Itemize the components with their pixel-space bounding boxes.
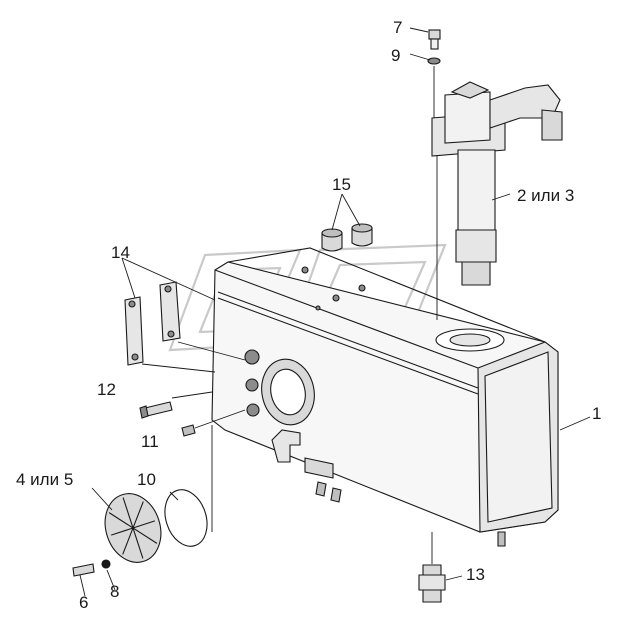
callout-labels: 7 9 15 2 или 3 14 12 1 11 10 4 или 5 13 … bbox=[16, 18, 601, 612]
callout-15: 15 bbox=[332, 175, 351, 194]
bolt-7 bbox=[428, 29, 441, 50]
brackets-14 bbox=[124, 281, 181, 366]
plug-11 bbox=[181, 424, 196, 437]
callout-10: 10 bbox=[137, 470, 156, 489]
fitting-12 bbox=[139, 401, 173, 419]
washer-9 bbox=[427, 57, 441, 65]
drain-plug-13 bbox=[418, 564, 446, 603]
washer-8 bbox=[101, 559, 111, 569]
callout-13: 13 bbox=[466, 565, 485, 584]
fuel-tank bbox=[211, 247, 559, 547]
caps-15 bbox=[321, 223, 373, 252]
callout-7: 7 bbox=[393, 18, 402, 37]
callout-2or3: 2 или 3 bbox=[517, 186, 574, 205]
callout-4or5: 4 или 5 bbox=[16, 470, 73, 489]
callout-12: 12 bbox=[97, 380, 116, 399]
callout-14: 14 bbox=[111, 243, 130, 262]
gasket-10 bbox=[164, 489, 208, 547]
bolt-6 bbox=[72, 563, 95, 577]
callout-1: 1 bbox=[592, 404, 601, 423]
callout-9: 9 bbox=[391, 46, 400, 65]
leader-lines bbox=[79, 27, 591, 597]
callout-6: 6 bbox=[79, 593, 88, 612]
callout-8: 8 bbox=[110, 582, 119, 601]
cover-4or5 bbox=[104, 493, 162, 563]
pump-filter-assembly bbox=[431, 81, 563, 286]
callout-11: 11 bbox=[141, 432, 159, 451]
